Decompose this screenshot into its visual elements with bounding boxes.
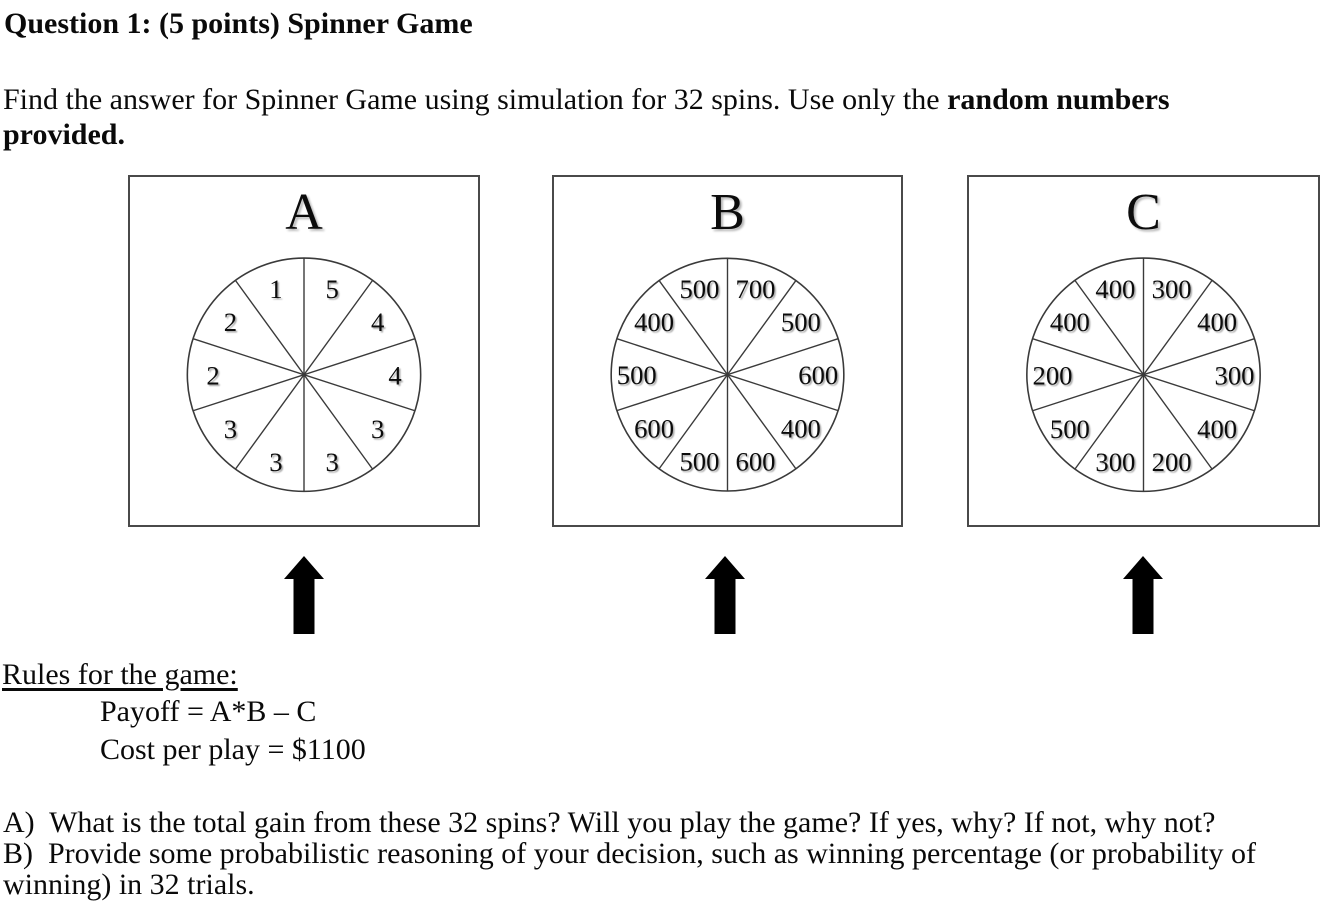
rule-cost: Cost per play = $1100	[100, 733, 366, 766]
intro-text: Find the answer for Spinner Game using s…	[3, 82, 1319, 152]
wheel-sector-value: 600	[634, 414, 674, 444]
wheel-sector-value: 600	[798, 360, 838, 390]
wheel-divider-line	[658, 280, 797, 470]
question-b: B) Provide some probabilistic reasoning …	[3, 837, 1257, 870]
wheel-sector-value: 500	[680, 274, 720, 304]
wheel-sector-value: 400	[1197, 307, 1237, 337]
wheel-sector-value: 3	[224, 414, 237, 444]
wheel-divider-line	[1074, 279, 1213, 470]
spinner-letter-b: B	[710, 184, 745, 241]
spinner-letter-a: A	[285, 184, 323, 241]
questions-block: A) What is the total gain from these 32 …	[3, 807, 1323, 900]
wheel-sector-value: 4	[371, 307, 384, 337]
wheel-sector-value: 300	[1095, 447, 1135, 477]
wheel-sector-value: 3	[325, 447, 338, 477]
spinner-letter-c: C	[1126, 184, 1161, 241]
wheel-divider-line	[234, 279, 374, 470]
wheel-sector-value: 1	[269, 274, 282, 304]
wheel-sector-value: 700	[736, 274, 776, 304]
wheel-sector-value: 600	[736, 447, 776, 477]
question-b-continued: winning) in 32 trials.	[3, 868, 255, 901]
intro-bold-random-numbers: random numbers	[947, 83, 1170, 116]
intro-normal: Find the answer for Spinner Game using s…	[3, 83, 948, 116]
wheel-sector-value: 300	[1152, 274, 1192, 304]
wheel-sector-value: 500	[617, 360, 657, 390]
wheel-sector-value: 400	[1095, 274, 1135, 304]
up-arrow-icon	[284, 556, 324, 634]
wheel-sector-value: 500	[1050, 414, 1090, 444]
question-a: A) What is the total gain from these 32 …	[3, 806, 1216, 839]
wheel-sector-value: 200	[1032, 360, 1072, 390]
wheel-sector-value: 3	[371, 414, 384, 444]
rule-payoff: Payoff = A*B – C	[100, 695, 317, 728]
wheel-sector-value: 2	[206, 360, 219, 390]
wheel-sector-value: 400	[1197, 414, 1237, 444]
wheel-sector-value: 500	[781, 307, 821, 337]
up-arrow-icon	[705, 556, 745, 634]
wheel-sector-value: 2	[224, 307, 237, 337]
wheel-sector-value: 400	[781, 414, 821, 444]
wheel-sector-value: 500	[680, 447, 720, 477]
rules-heading: Rules for the game:	[2, 658, 238, 691]
wheel-sector-value: 3	[269, 447, 282, 477]
wheel-sector-value: 400	[634, 307, 674, 337]
intro-bold-provided: provided.	[3, 118, 125, 151]
wheel-sector-value: 5	[325, 274, 338, 304]
question-title: Question 1: (5 points) Spinner Game	[4, 7, 473, 40]
wheel-sector-value: 200	[1152, 447, 1192, 477]
up-arrow-icon	[1123, 556, 1163, 634]
wheel-sector-value: 400	[1050, 307, 1090, 337]
wheel-sector-value: 300	[1214, 360, 1254, 390]
wheel-sector-value: 4	[388, 360, 401, 390]
